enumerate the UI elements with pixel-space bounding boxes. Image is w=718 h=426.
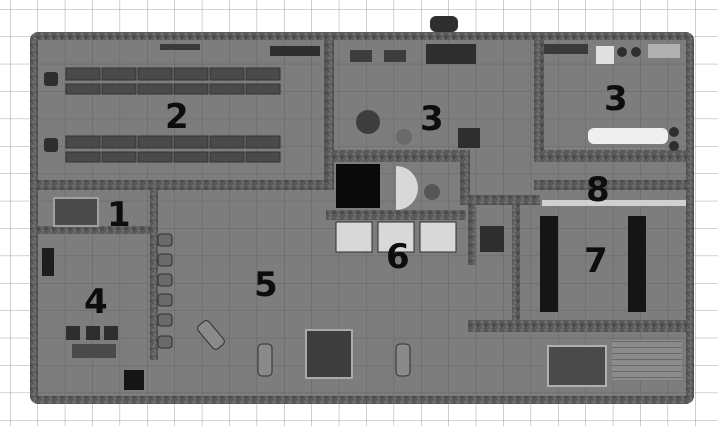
ramp bbox=[612, 340, 682, 380]
room-label-6: 6 bbox=[386, 237, 410, 277]
sofas bbox=[197, 320, 411, 377]
room-label-4: 4 bbox=[84, 282, 108, 322]
storage-room bbox=[544, 44, 680, 151]
room-label-5: 5 bbox=[254, 265, 278, 305]
hall-tables bbox=[65, 67, 281, 163]
hall-chairs bbox=[44, 72, 58, 152]
barrels bbox=[157, 233, 173, 349]
room3-furniture bbox=[336, 44, 480, 210]
room-label-3a: 3 bbox=[420, 99, 444, 139]
room-label-7: 7 bbox=[584, 241, 608, 281]
interior-walls bbox=[38, 40, 686, 360]
wall-shelf bbox=[160, 44, 200, 50]
counters bbox=[335, 221, 457, 253]
rug-bottom bbox=[547, 345, 607, 387]
room-label-3b: 3 bbox=[604, 79, 628, 119]
corridor-rail bbox=[542, 200, 686, 206]
lounge-rug bbox=[305, 329, 353, 379]
long-tables bbox=[540, 216, 646, 312]
rug-room1 bbox=[53, 197, 99, 227]
room-label-2: 2 bbox=[165, 97, 189, 137]
room-label-8: 8 bbox=[586, 170, 610, 210]
top-entrance bbox=[430, 16, 458, 32]
room-label-1: 1 bbox=[107, 195, 131, 235]
room4-furniture bbox=[42, 248, 144, 390]
wall-bench bbox=[270, 46, 320, 56]
desk-room6 bbox=[480, 226, 504, 252]
